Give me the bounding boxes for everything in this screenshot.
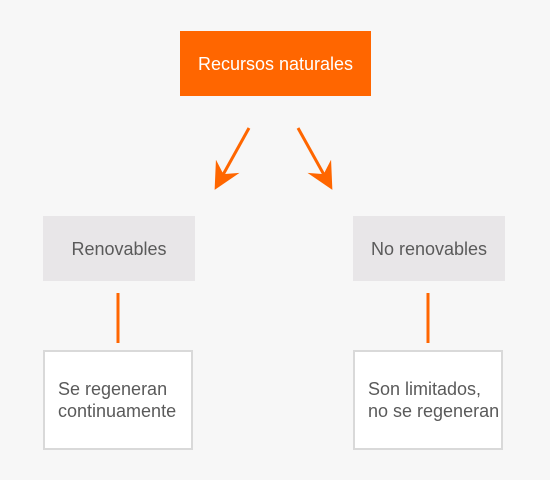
category-label: Renovables xyxy=(71,238,167,259)
category-node-renovables: Renovables xyxy=(43,216,195,281)
category-node-no-renovables: No renovables xyxy=(353,216,505,281)
description-node-no-renovables: Son limitados, no se regeneran xyxy=(353,350,503,450)
root-node-recursos-naturales: Recursos naturales xyxy=(180,31,371,96)
arrow-to-renovables xyxy=(214,127,251,190)
description-node-renovables: Se regeneran continuamente xyxy=(43,350,193,450)
description-text: Son limitados, no se regeneran xyxy=(368,379,500,421)
arrow-to-no-renovables xyxy=(296,127,333,190)
category-label: No renovables xyxy=(370,238,488,259)
root-node-label: Recursos naturales xyxy=(197,53,354,74)
description-text: Se regeneran continuamente xyxy=(58,379,177,421)
